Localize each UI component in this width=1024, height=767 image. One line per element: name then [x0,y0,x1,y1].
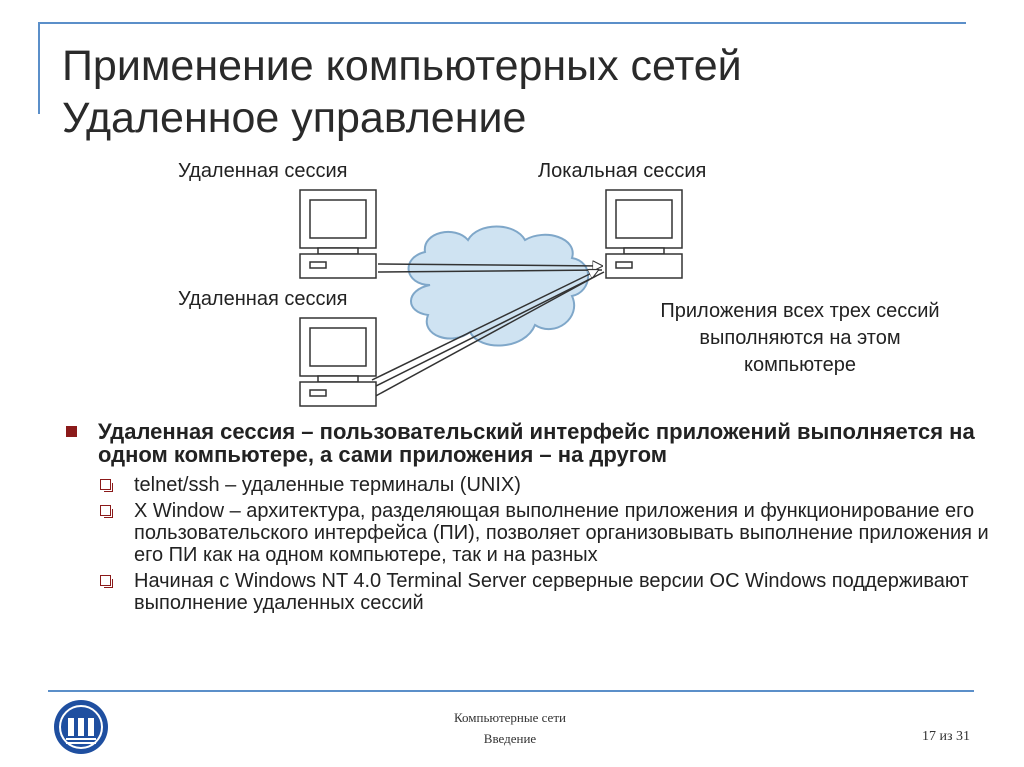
checkbox-bullet-icon [100,575,113,588]
remote-computer-top-icon [299,189,377,279]
sub-bullet-3: Начиная с Windows NT 4.0 Terminal Server… [64,570,994,614]
footer-divider [48,690,974,692]
bullet-main-text: Удаленная сессия – пользовательский инте… [98,419,975,467]
sub-bullet-3-text: Начиная с Windows NT 4.0 Terminal Server… [134,570,969,614]
footer-course: Компьютерные сети [454,710,566,725]
page-title: Применение компьютерных сетей Удаленное … [62,40,742,144]
square-bullet-icon [66,426,77,437]
sub-bullet-2-text: X Window – архитектура, разделяющая выпо… [134,500,989,566]
checkbox-bullet-icon [100,505,113,518]
page-number: 17 из 31 [921,729,970,744]
label-remote-session-top: Удаленная сессия [178,160,348,182]
sub-bullet-1: telnet/ssh – удаленные терминалы (UNIX) [64,474,994,496]
checkbox-bullet-icon [100,479,113,492]
network-cloud [407,225,590,347]
label-local-session: Локальная сессия [538,160,707,182]
remote-computer-bottom-icon [299,317,377,407]
header-border-top [38,22,966,24]
local-computer-icon [605,189,683,279]
title-line-1: Применение компьютерных сетей [62,42,742,90]
remote-session-diagram [299,189,683,407]
header-border-left [38,22,40,114]
sub-bullet-1-text: telnet/ssh – удаленные терминалы (UNIX) [134,474,521,496]
university-logo-icon [54,700,108,754]
sub-bullet-2: X Window – архитектура, разделяющая выпо… [64,500,994,566]
footer-section: Введение [483,731,537,746]
label-remote-session-bottom: Удаленная сессия [178,288,348,310]
diagram-note: Приложения всех трех сессий выполняются … [660,300,940,376]
connection-arrows [371,264,605,399]
title-line-2: Удаленное управление [62,94,527,142]
bullet-main: Удаленная сессия – пользовательский инте… [64,420,994,466]
bullet-list: Удаленная сессия – пользовательский инте… [64,420,994,614]
